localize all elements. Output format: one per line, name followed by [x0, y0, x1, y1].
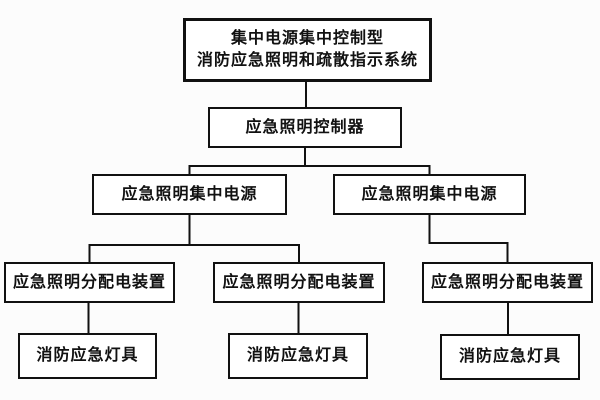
node-distribution-right-label: 应急照明分配电装置 [430, 273, 584, 291]
node-lamps-right-label: 消防应急灯具 [458, 348, 561, 365]
node-lamps-middle-label: 消防应急灯具 [246, 347, 349, 364]
node-distribution-middle: 应急照明分配电装置 [213, 262, 385, 303]
node-distribution-left-label: 应急照明分配电装置 [12, 273, 166, 291]
node-system-label-line1: 集中电源集中控制型 [230, 30, 384, 47]
node-central-power-right: 应急照明集中电源 [333, 174, 526, 215]
node-central-power-left: 应急照明集中电源 [92, 174, 287, 215]
node-central-power-right-label: 应急照明集中电源 [361, 185, 498, 203]
node-lamps-right: 消防应急灯具 [440, 334, 580, 380]
node-lamps-left: 消防应急灯具 [18, 333, 157, 379]
node-controller: 应急照明控制器 [208, 107, 402, 148]
node-system: 集中电源集中控制型 消防应急照明和疏散指示系统 [183, 18, 432, 82]
node-controller-label: 应急照明控制器 [245, 118, 365, 136]
node-distribution-right: 应急照明分配电装置 [422, 262, 593, 303]
node-lamps-left-label: 消防应急灯具 [36, 347, 139, 364]
node-lamps-middle: 消防应急灯具 [228, 333, 368, 379]
node-central-power-left-label: 应急照明集中电源 [121, 185, 258, 203]
node-distribution-middle-label: 应急照明分配电装置 [222, 273, 376, 291]
node-system-label-line2: 消防应急照明和疏散指示系统 [196, 52, 418, 69]
node-distribution-left: 应急照明分配电装置 [4, 262, 175, 303]
